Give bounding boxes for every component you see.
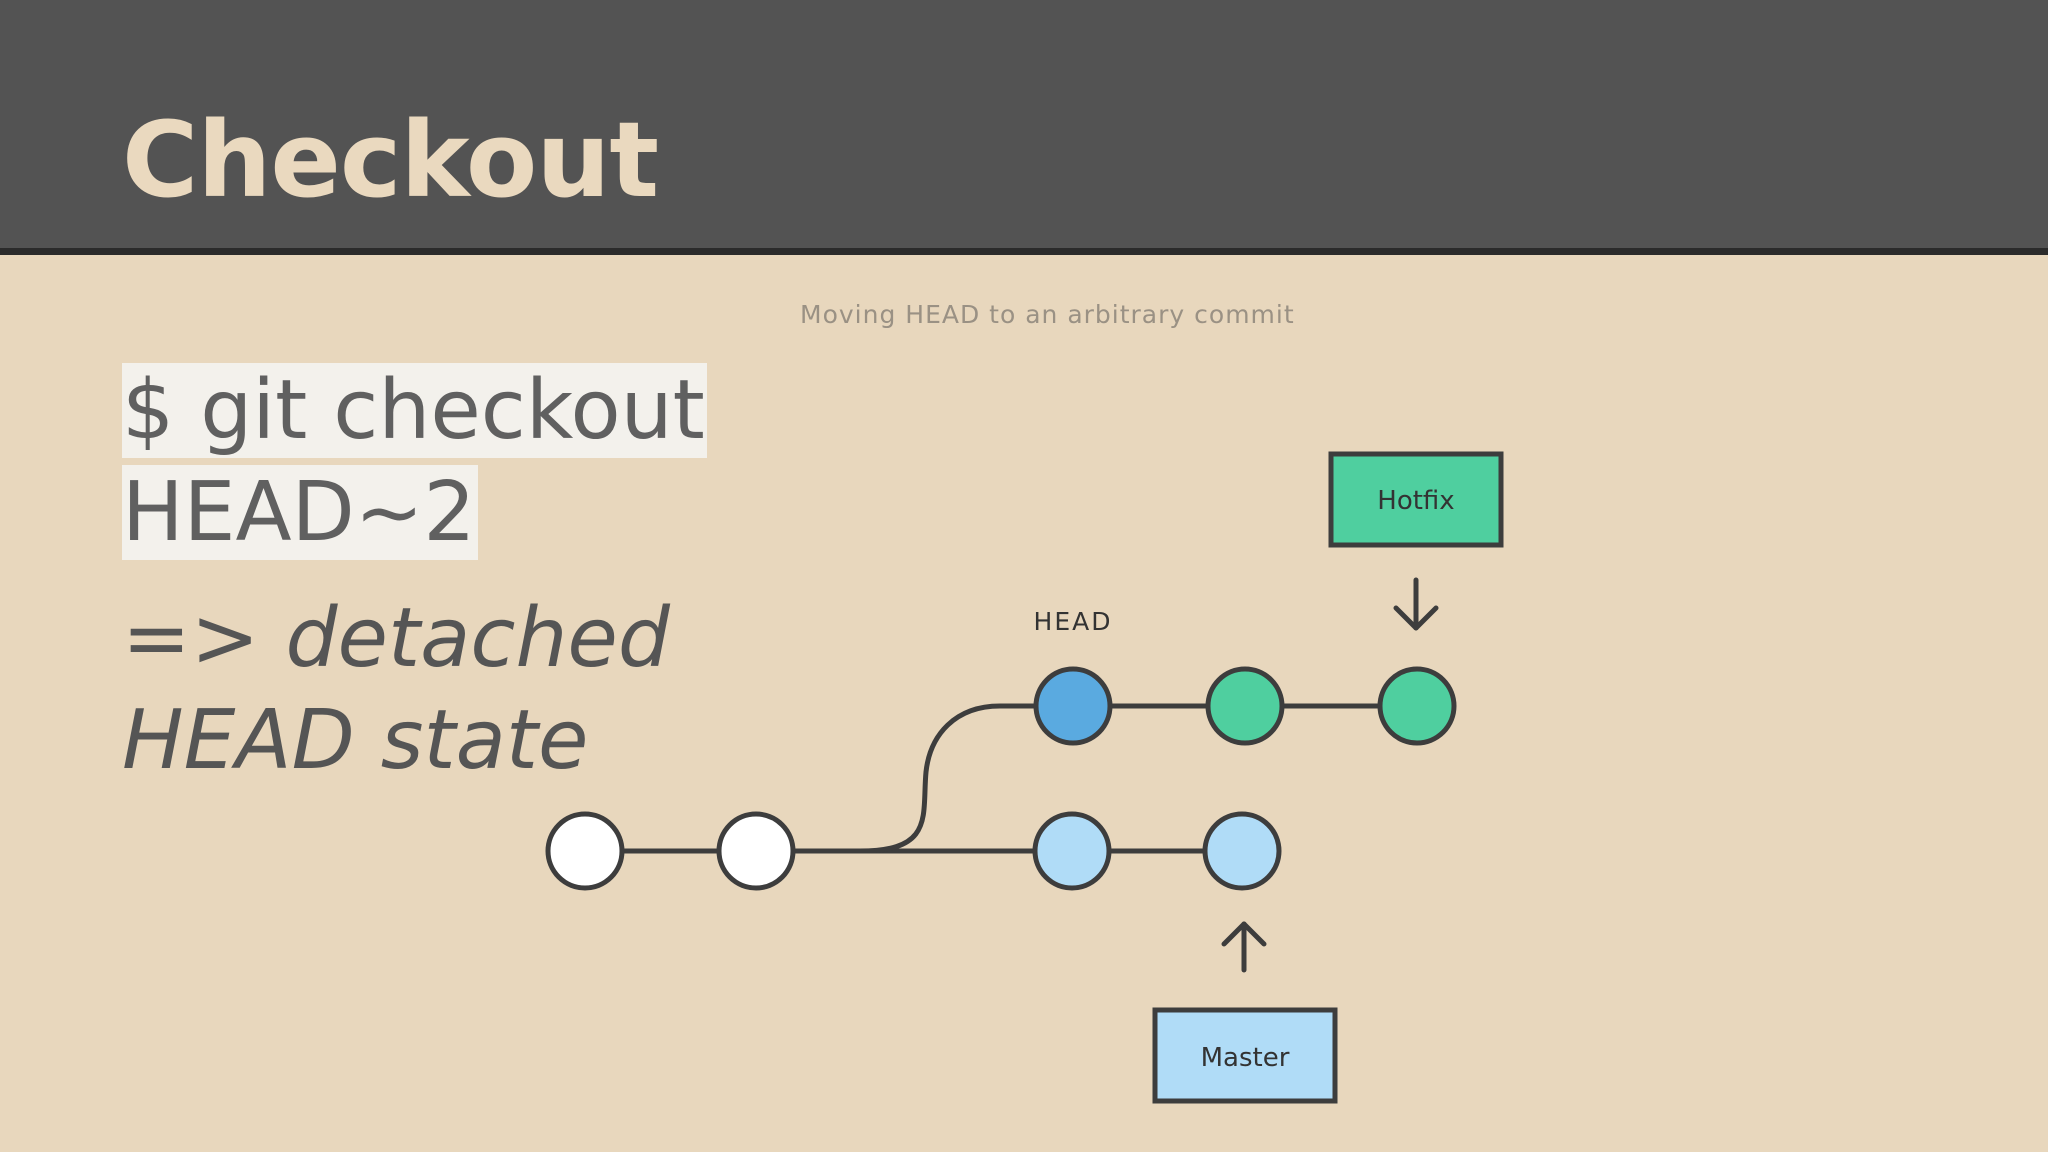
- slide-title: Checkout: [122, 99, 659, 221]
- hotfix-edge: [859, 703, 1417, 854]
- git-command: $ git checkout HEAD~2: [122, 360, 762, 564]
- title-bar: Checkout: [0, 0, 2048, 255]
- result-line-1: => detached: [122, 591, 670, 686]
- down-arrow-icon: [1393, 577, 1439, 631]
- master-branch-box: [1152, 1007, 1338, 1104]
- master-commit-2: [1202, 811, 1282, 891]
- head-label: HEAD: [1034, 607, 1113, 636]
- command-line-1: $ git checkout: [122, 363, 707, 458]
- hotfix-branch-box: [1328, 451, 1504, 548]
- commit-2: [716, 811, 796, 891]
- master-branch-label: Master: [1201, 1043, 1290, 1073]
- commit-1: [545, 811, 625, 891]
- diagram-caption: Moving HEAD to an arbitrary commit: [800, 300, 1295, 329]
- result-line-2: HEAD state: [122, 693, 589, 788]
- head-commit: [1033, 666, 1113, 746]
- hotfix-commit-2: [1377, 666, 1457, 746]
- commits: [545, 666, 1457, 891]
- master-commit-1: [1032, 811, 1112, 891]
- command-line-2: HEAD~2: [122, 465, 478, 560]
- result-text: => detached HEAD state: [122, 588, 670, 792]
- commit-edges: [585, 703, 1417, 854]
- hotfix-commit-1: [1205, 666, 1285, 746]
- up-arrow-icon: [1221, 921, 1267, 973]
- hotfix-branch-label: Hotfix: [1377, 486, 1454, 516]
